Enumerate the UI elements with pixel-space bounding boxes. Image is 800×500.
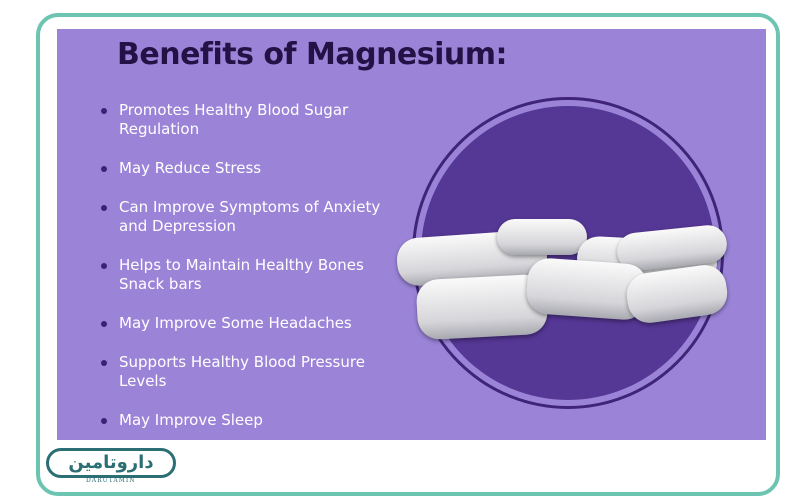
- benefits-list: Promotes Healthy Blood Sugar Regulation …: [99, 101, 399, 440]
- bullet-icon: [101, 321, 107, 327]
- darutamin-logo[interactable]: داروتامین DARUTAMIN: [46, 448, 176, 484]
- list-item: Helps to Maintain Healthy Bones Snack ba…: [99, 256, 399, 294]
- list-item: Can Improve Symptoms of Anxiety and Depr…: [99, 198, 399, 236]
- infographic-title: Benefits of Magnesium:: [117, 37, 508, 72]
- benefit-text: Promotes Healthy Blood Sugar Regulation: [119, 101, 349, 138]
- list-item: May Improve Sleep: [99, 411, 399, 430]
- benefit-text: Helps to Maintain Healthy Bones Snack ba…: [119, 256, 364, 293]
- list-item: Supports Healthy Blood Pressure Levels: [99, 353, 399, 391]
- logo-text: داروتامین: [46, 448, 176, 478]
- list-item: May Reduce Stress: [99, 159, 399, 178]
- bullet-icon: [101, 166, 107, 172]
- benefit-text: Supports Healthy Blood Pressure Levels: [119, 353, 365, 390]
- card-frame: [36, 13, 780, 496]
- logo-subtext: DARUTAMIN: [86, 477, 136, 484]
- bullet-icon: [101, 108, 107, 114]
- benefit-text: May Reduce Stress: [119, 159, 262, 177]
- list-item: May Improve Some Headaches: [99, 314, 399, 333]
- bullet-icon: [101, 205, 107, 211]
- bullet-icon: [101, 418, 107, 424]
- bullet-icon: [101, 360, 107, 366]
- benefit-text: May Improve Some Headaches: [119, 314, 352, 332]
- benefit-text: Can Improve Symptoms of Anxiety and Depr…: [119, 198, 381, 235]
- bullet-icon: [101, 263, 107, 269]
- list-item: Promotes Healthy Blood Sugar Regulation: [99, 101, 399, 139]
- infographic-panel: Benefits of Magnesium: Promotes Healthy …: [57, 29, 766, 440]
- benefit-text: May Improve Sleep: [119, 411, 263, 429]
